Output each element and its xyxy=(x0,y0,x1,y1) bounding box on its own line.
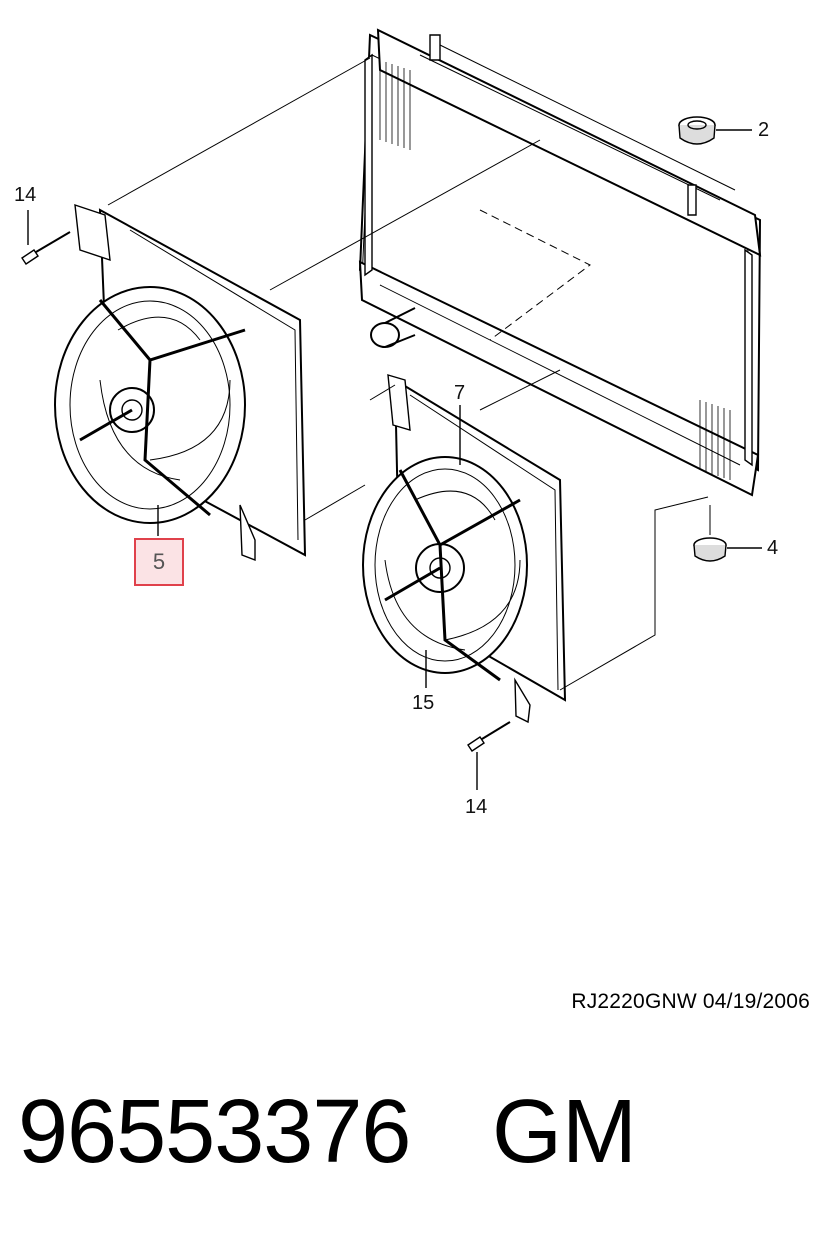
leader-lines xyxy=(107,57,709,691)
exploded-parts-diagram xyxy=(21,28,762,790)
bolt-bottom xyxy=(467,721,511,790)
callout-7: 7 xyxy=(454,382,466,404)
callout-14-bottom: 14 xyxy=(465,796,488,818)
grommet-bottom xyxy=(693,505,762,562)
brand-name: GM xyxy=(492,1082,637,1182)
right-fan-shroud xyxy=(362,374,567,724)
callout-15: 15 xyxy=(412,692,435,714)
grommet-top xyxy=(678,116,752,145)
highlighted-callout-5: 5 xyxy=(134,538,184,586)
document-reference: RJ2220GNW 04/19/2006 xyxy=(571,990,810,1013)
callout-4: 4 xyxy=(767,537,779,559)
part-number: 96553376 xyxy=(18,1082,411,1182)
bolt-top xyxy=(21,210,71,265)
left-fan-shroud xyxy=(54,203,307,562)
radiator xyxy=(358,28,762,497)
callout-14-top: 14 xyxy=(14,184,37,206)
callout-2: 2 xyxy=(758,119,770,141)
